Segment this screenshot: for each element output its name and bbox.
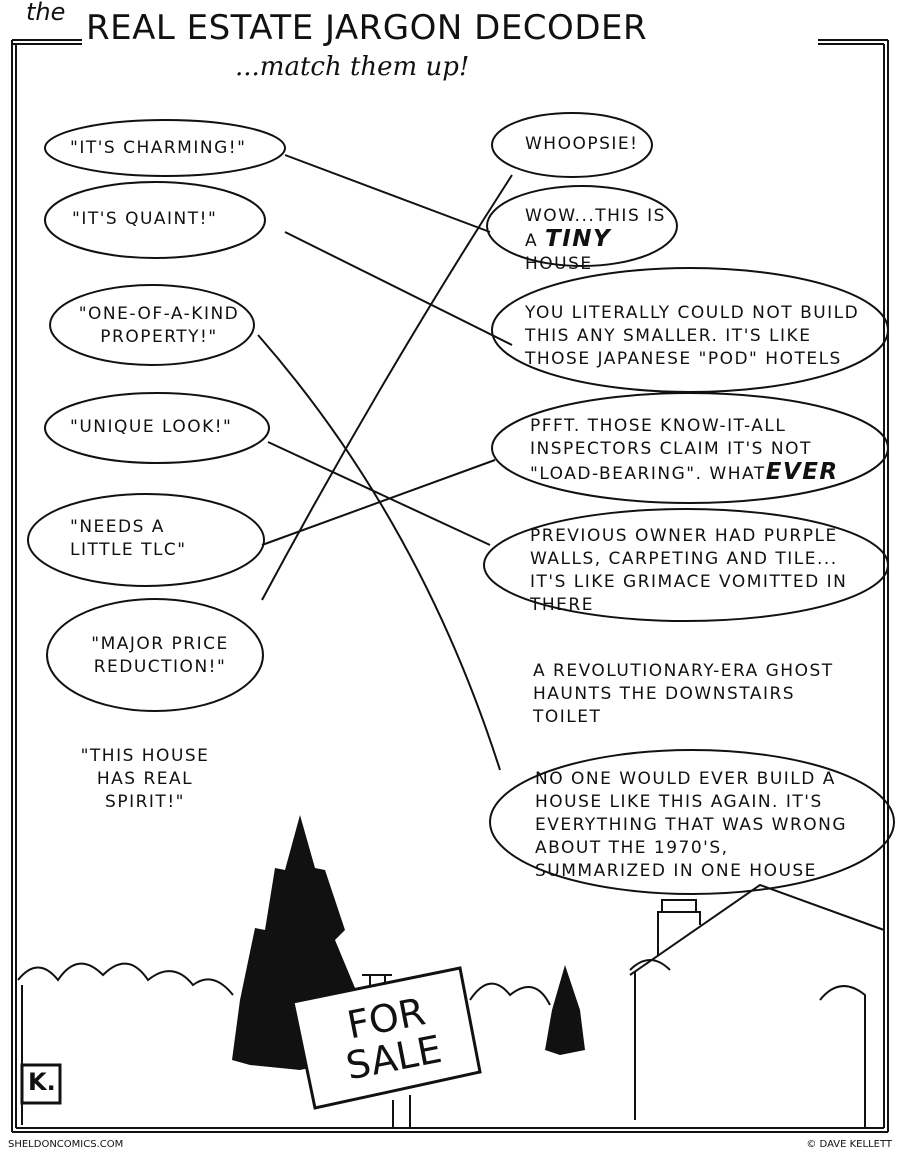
meaning-1970s: No one would ever build a house like thi… <box>535 769 848 881</box>
match-line <box>284 154 491 233</box>
meaning-whoopsie: Whoopsie! <box>525 134 639 154</box>
bubble-whoopsie <box>491 112 653 178</box>
jargon-spirit: "This house has real spirit!" <box>80 746 210 812</box>
meaning-tiny-text: Wow...this is a <box>525 206 666 251</box>
bubble-1970s <box>489 749 895 895</box>
footer-site: SHELDONCOMICS.COM <box>8 1139 124 1150</box>
jargon-tlc: "Needs a little TLC" <box>70 517 187 560</box>
for-sale-sign-board <box>291 966 482 1110</box>
bubble-charming <box>44 119 286 177</box>
meaning-load-bearing-emphasis: EVER <box>765 459 839 485</box>
match-line <box>261 174 513 601</box>
footer-copyright: © DAVE KELLETT <box>806 1139 892 1150</box>
jargon-unique: "Unique look!" <box>70 417 233 437</box>
frame-border <box>11 39 889 1133</box>
meaning-purple: Previous owner had purple walls, carpeti… <box>530 526 848 615</box>
page-subtitle: ...match them up! <box>235 52 470 82</box>
match-line <box>284 231 513 346</box>
meaning-load-bearing: PFFT. Those know-it-all inspectors claim… <box>530 415 860 486</box>
meaning-tiny-after: house <box>525 254 593 274</box>
meaning-ghost: A Revolutionary-era ghost haunts the dow… <box>533 661 834 727</box>
jargon-charming: "It's charming!" <box>70 138 247 158</box>
jargon-quaint: "It's quaint!" <box>72 209 218 229</box>
bubble-load-bearing <box>491 392 889 504</box>
bubble-one-of-a-kind <box>49 284 255 366</box>
logo-box <box>20 1063 62 1105</box>
small-tree <box>545 965 585 1055</box>
match-line <box>267 441 491 546</box>
bubble-tiny <box>486 185 678 267</box>
bubble-purple <box>483 508 889 622</box>
artist-logo: K. <box>28 1068 56 1096</box>
bubble-quaint <box>44 181 266 259</box>
house <box>629 883 885 1120</box>
jargon-price: "Major price reduction!" <box>91 634 229 677</box>
meaning-smaller: You literally could not build this any s… <box>525 303 860 369</box>
title-prefix: the <box>26 0 66 26</box>
match-line <box>261 459 496 546</box>
bubble-unique <box>44 392 270 464</box>
jargon-one-of-a-kind: "One-of-a-kind property!" <box>78 304 240 347</box>
meaning-tiny-emphasis: TINY <box>545 226 612 252</box>
meaning-load-bearing-text: PFFT. Those know-it-all inspectors claim… <box>530 416 812 484</box>
bubble-tlc <box>27 493 265 587</box>
match-line <box>257 334 501 771</box>
bubble-price <box>46 598 264 712</box>
page-title: REAL ESTATE JARGON DECODER <box>86 8 648 48</box>
meaning-tiny: Wow...this is a TINY house <box>525 205 675 276</box>
